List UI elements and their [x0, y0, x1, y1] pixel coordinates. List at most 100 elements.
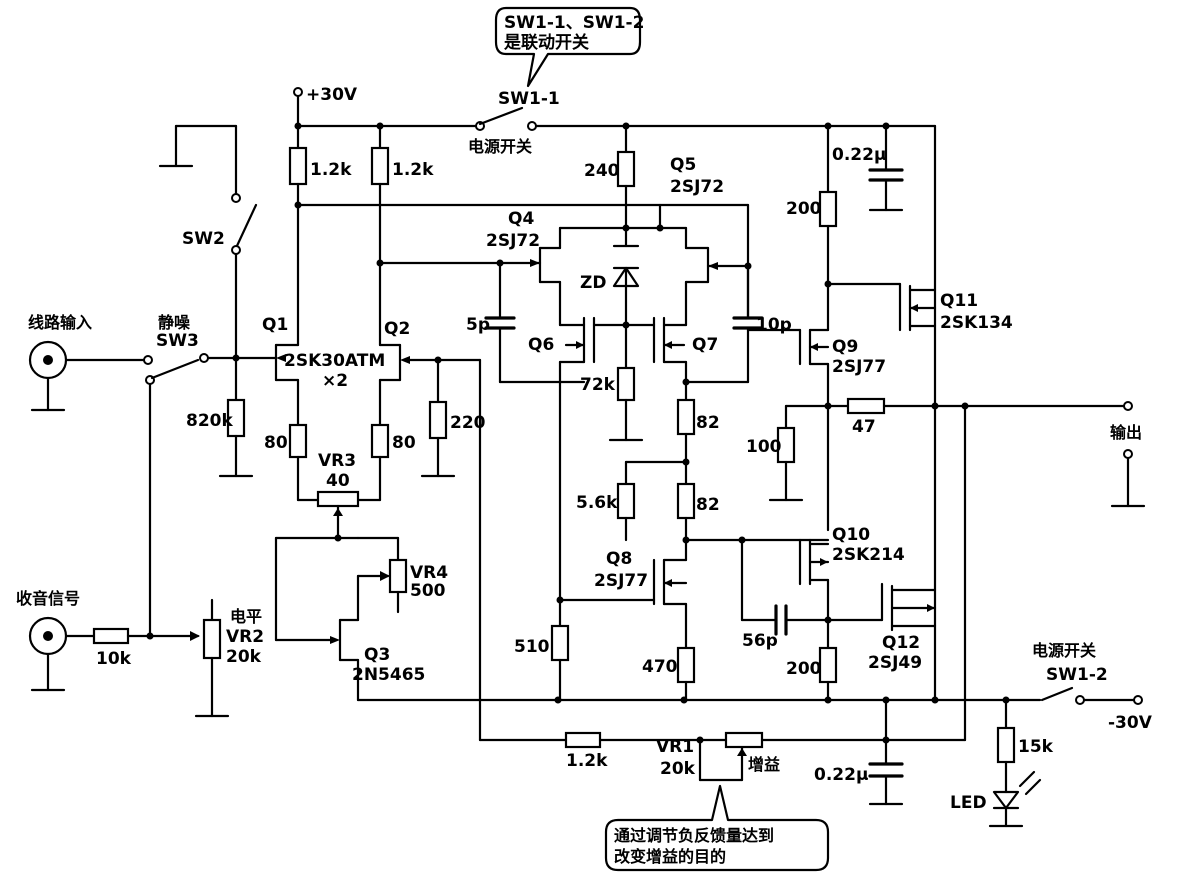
vplus-label: +30V: [306, 85, 358, 105]
svg-text:1.2k: 1.2k: [310, 160, 352, 180]
vr1-gain[interactable]: [724, 731, 764, 749]
svg-text:Q5: Q5: [670, 155, 696, 175]
svg-text:Q1: Q1: [262, 315, 288, 335]
line-input-jack[interactable]: 线路输入: [28, 313, 153, 412]
q1-q2-pair: Q1 Q2 2SK30ATM ×2: [262, 315, 482, 427]
sw3-label: SW3: [156, 331, 199, 351]
svg-text:2SJ77: 2SJ77: [594, 571, 648, 591]
power-switch-bottom-label: 电源开关: [1032, 641, 1096, 660]
svg-text:470: 470: [642, 657, 678, 677]
vr4[interactable]: VR4 500: [356, 536, 448, 614]
svg-text:240: 240: [584, 161, 620, 181]
svg-text:200: 200: [786, 199, 822, 219]
svg-text:2SK214: 2SK214: [832, 545, 905, 565]
r-200-top: 200: [786, 124, 902, 332]
vr3[interactable]: VR3 40: [274, 451, 360, 642]
q4-q5-stage: 240 Q4 2SJ72 Q5 2SJ72: [486, 124, 752, 327]
feedback-network: 1.2k VR1 20k 增益: [478, 358, 967, 782]
svg-text:80: 80: [264, 433, 288, 453]
callout-top-line2: 是联动开关: [504, 32, 589, 53]
q10: Q10 2SK214: [798, 525, 905, 650]
svg-text:10k: 10k: [96, 649, 132, 669]
mute-label: 静噪: [158, 313, 191, 332]
svg-text:ZD: ZD: [580, 273, 606, 293]
sw2-mute-switch[interactable]: SW2: [158, 124, 258, 360]
r-220: 220: [420, 356, 486, 478]
r-72k: 72k: [580, 366, 644, 442]
svg-text:Q12: Q12: [882, 633, 920, 653]
svg-text:2SK134: 2SK134: [940, 313, 1013, 333]
r-510-470: 510 470: [514, 624, 696, 702]
r-82-ladder: 82 5.6k 82: [576, 398, 830, 562]
positive-supply-rail: +30V SW1-1 电源开关: [293, 85, 937, 702]
svg-text:Q7: Q7: [692, 335, 718, 355]
svg-text:100: 100: [746, 437, 782, 457]
svg-text:2SK30ATM: 2SK30ATM: [284, 351, 385, 371]
svg-text:20k: 20k: [226, 647, 262, 667]
q11: Q11 2SK134: [898, 282, 1013, 333]
vr2-level[interactable]: 电平 VR2 20k: [194, 598, 264, 718]
c-5p: 5p: [466, 261, 586, 384]
callout-top-line1: SW1-1、SW1-2: [504, 13, 644, 33]
svg-text:2SJ72: 2SJ72: [670, 177, 724, 197]
svg-text:5p: 5p: [466, 315, 490, 335]
svg-text:VR2: VR2: [226, 627, 264, 647]
svg-text:Q6: Q6: [528, 335, 554, 355]
svg-text:输出: 输出: [1110, 423, 1142, 442]
r-80-pair: 80 80: [264, 423, 416, 502]
r-200-bottom: 200: [786, 618, 884, 702]
callout-bottom-line1: 通过调节负反馈量达到: [614, 826, 774, 845]
svg-text:820k: 820k: [186, 411, 233, 431]
negative-supply-rail: 电源开关 SW1-2 -30V: [356, 641, 1153, 733]
sw1-1-blade[interactable]: [478, 106, 524, 126]
r-820k: 820k: [186, 354, 254, 478]
svg-text:500: 500: [410, 581, 446, 601]
svg-text:2SJ72: 2SJ72: [486, 231, 540, 251]
q6-q7-pair: Q6 Q7: [528, 316, 750, 642]
vminus-label: -30V: [1108, 713, 1153, 733]
svg-text:5.6k: 5.6k: [576, 493, 618, 513]
svg-text:VR4: VR4: [410, 563, 448, 583]
radio-signal-jack[interactable]: 收音信号 10k: [16, 589, 200, 692]
sw3-switch[interactable]: 静噪 SW3: [145, 313, 278, 638]
svg-text:82: 82: [696, 413, 720, 433]
svg-text:LED: LED: [950, 793, 987, 813]
svg-text:0.22μ: 0.22μ: [814, 765, 868, 785]
svg-text:增益: 增益: [748, 755, 780, 774]
svg-text:Q2: Q2: [384, 319, 410, 339]
svg-text:220: 220: [450, 413, 486, 433]
r-1k2-b: 1.2k: [370, 124, 542, 347]
svg-text:×2: ×2: [322, 371, 348, 391]
svg-text:Q10: Q10: [832, 525, 870, 545]
sw2-label: SW2: [182, 229, 225, 249]
q8: Q8 2SJ77: [556, 549, 688, 650]
radio-signal-label: 收音信号: [16, 589, 80, 608]
zener-zd: ZD: [580, 226, 640, 370]
svg-text:Q4: Q4: [508, 209, 534, 229]
svg-text:200: 200: [786, 659, 822, 679]
svg-text:Q3: Q3: [364, 645, 390, 665]
svg-text:72k: 72k: [580, 375, 616, 395]
power-switch-top-label: 电源开关: [468, 137, 532, 156]
svg-text:510: 510: [514, 637, 550, 657]
sw1-2-label: SW1-2: [1046, 665, 1108, 685]
sw1-1-label: SW1-1: [498, 89, 560, 109]
svg-text:Q11: Q11: [940, 291, 978, 311]
c-10p: 10p: [732, 264, 792, 384]
c-022-bottom: 0.22μ: [814, 698, 904, 806]
q3: Q3 2N5465: [330, 574, 425, 702]
svg-text:VR3: VR3: [318, 451, 356, 471]
power-led: 15k LED: [950, 698, 1054, 828]
svg-text:20k: 20k: [660, 759, 696, 779]
svg-text:47: 47: [852, 417, 876, 437]
svg-text:10p: 10p: [756, 315, 792, 335]
svg-text:电平: 电平: [230, 607, 262, 626]
output-stage: 47 输出 100: [746, 397, 1146, 532]
svg-text:2SJ77: 2SJ77: [832, 357, 886, 377]
svg-text:VR1: VR1: [656, 737, 694, 757]
svg-text:Q9: Q9: [832, 337, 858, 357]
callout-bottom-line2: 改变增益的目的: [614, 847, 726, 866]
svg-text:1.2k: 1.2k: [392, 160, 434, 180]
svg-text:15k: 15k: [1018, 737, 1054, 757]
